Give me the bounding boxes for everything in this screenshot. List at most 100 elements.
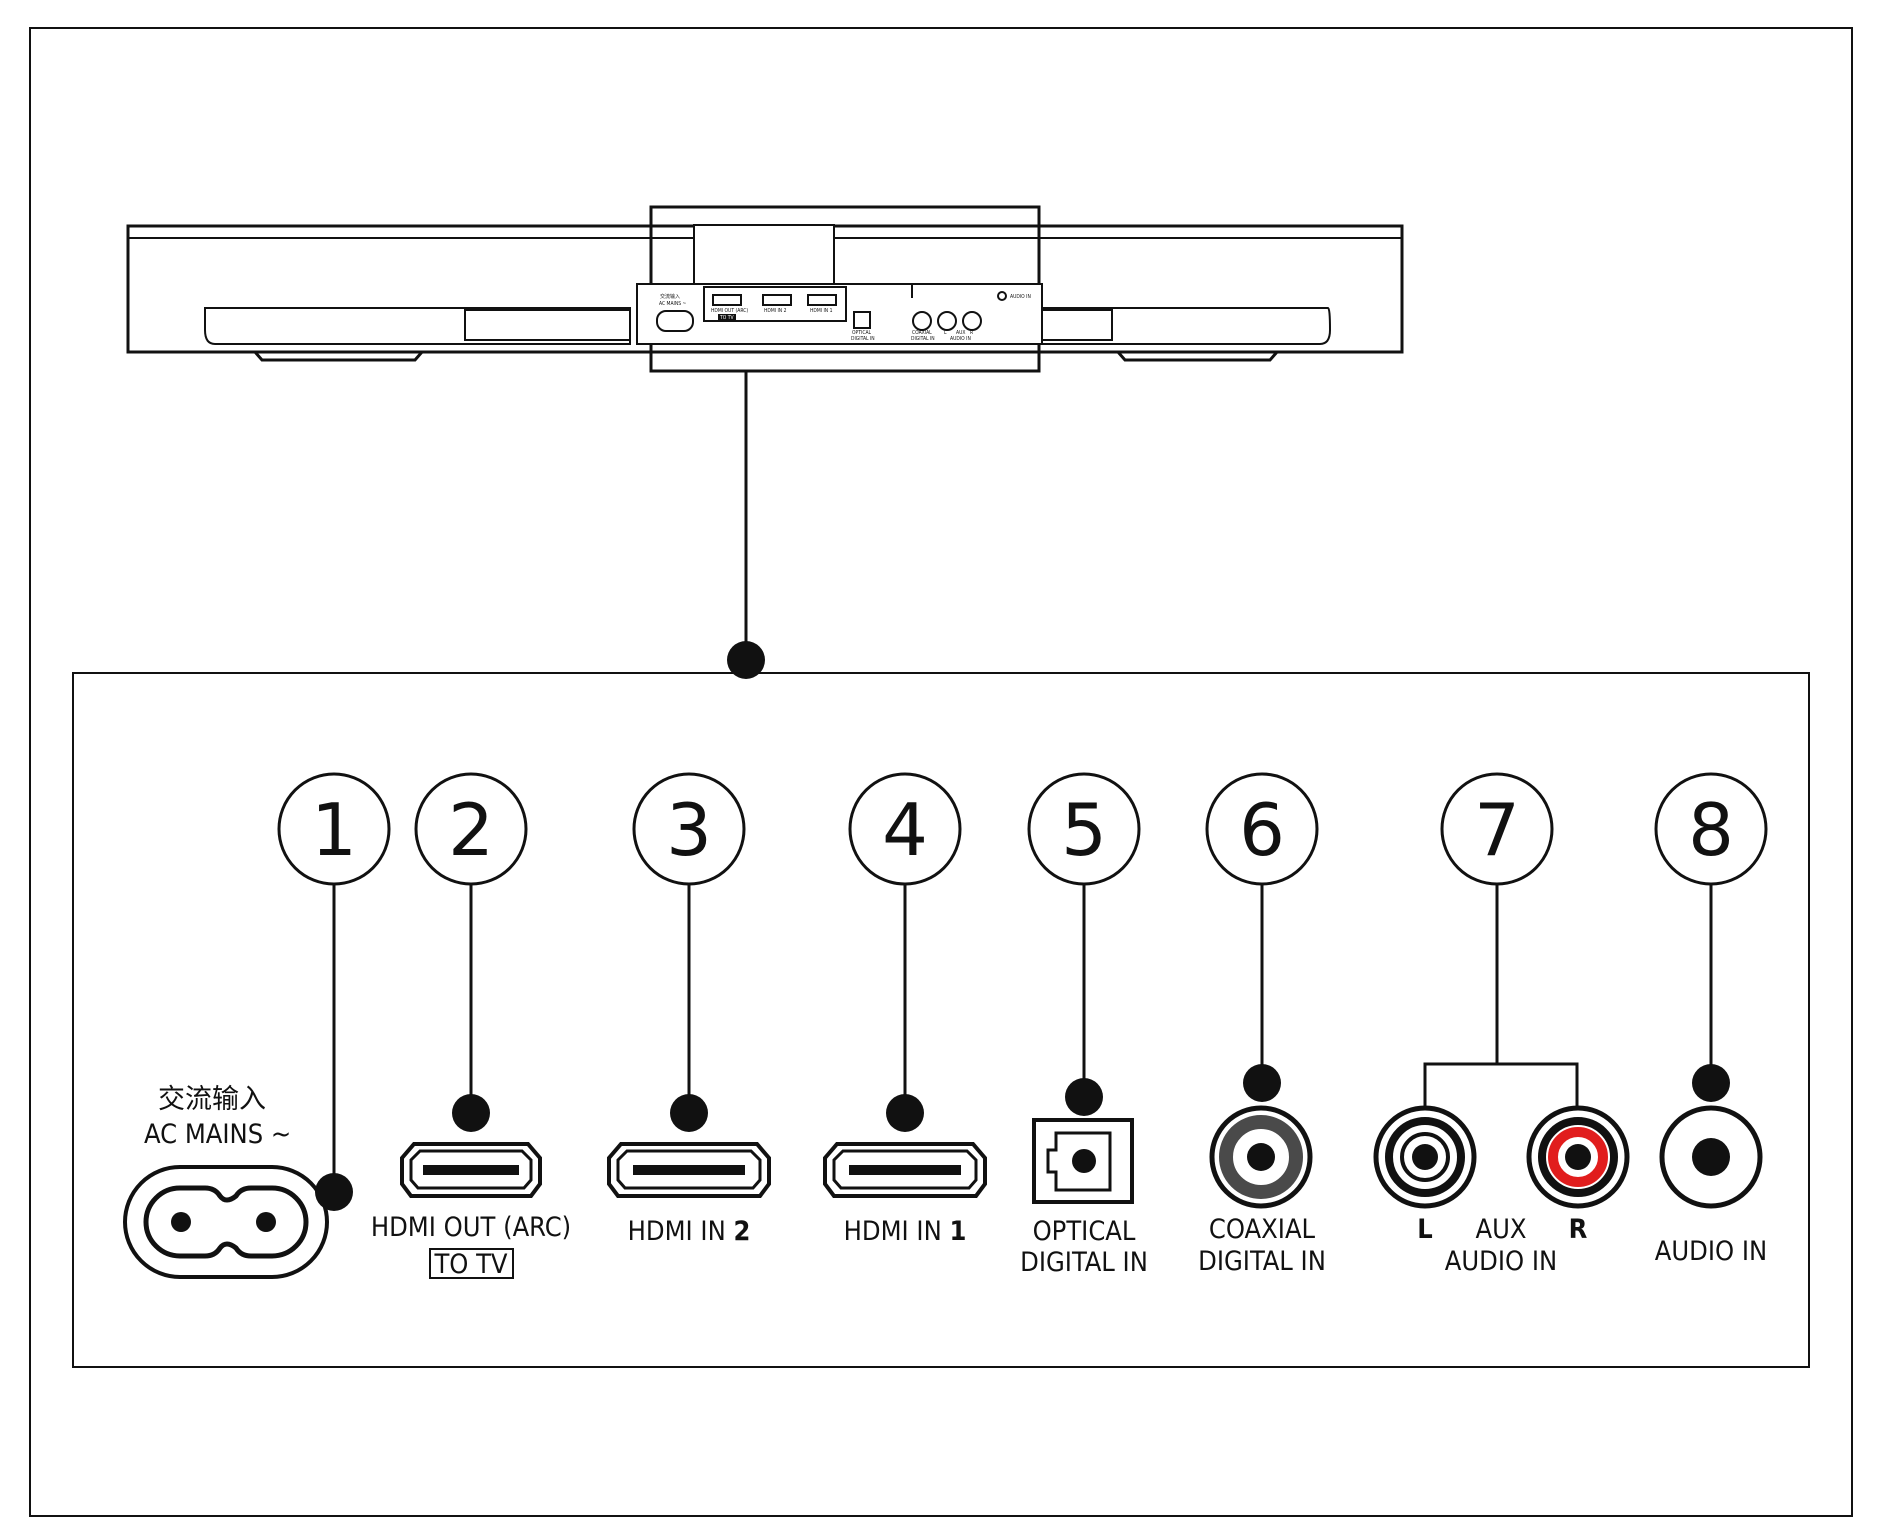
aux-left-center [1412,1144,1438,1170]
mini-label-optical: OPTICAL [852,330,872,336]
callout-2-circle [414,772,528,886]
coaxial-center [1247,1143,1275,1171]
aux-right-center [1565,1144,1591,1170]
mini-label-coaxial: COAXIAL [912,330,932,336]
callouts [277,772,1768,1190]
aux-left-label: L [1417,1214,1432,1245]
hdmi-out-connector: HDMI OUT (ARC) TO TV [371,1094,571,1280]
soundbar-right-foot [1116,351,1279,362]
callout-3-number: 3 [666,788,712,872]
coaxial-connector: COAXIAL DIGITAL IN [1198,1064,1326,1277]
ac-mains-label-cn: 交流输入 [158,1084,266,1115]
optical-port [1072,1149,1096,1173]
mini-label-audio-in: AUDIO IN [1010,294,1031,300]
mini-hdmi-out [712,294,742,306]
mini-hdmi-group [703,286,847,322]
optical-inner [1046,1131,1112,1192]
ac-mains-socket-outline [143,1185,309,1259]
callout-5-circle [1027,772,1141,886]
mini-optical [853,311,871,329]
callout-4-circle [848,772,962,886]
hdmi-in-1-connector: HDMI IN 1 [823,1094,987,1247]
detail-box [72,672,1810,1368]
callout-4-number: 4 [882,788,928,872]
hdmi-in-2-pins [633,1165,745,1175]
mini-label-optical-2: DIGITAL IN [851,336,875,342]
callout-6-dot [1243,1064,1281,1102]
hdmi-in-1-outer [823,1142,987,1198]
callout-6-circle [1205,772,1319,886]
callout-7-circle [1440,772,1554,886]
hdmi-in-1-label: HDMI IN 1 [844,1216,967,1247]
callout-1-dot [315,1173,353,1211]
optical-outer [1032,1118,1134,1204]
audio-in-center [1692,1138,1730,1176]
mini-label-hdmi-out: HDMI OUT (ARC) [711,308,748,314]
mini-label-coaxial-2: DIGITAL IN [911,336,935,342]
callout-numbers: 1 2 3 4 5 6 7 8 [311,788,1734,872]
ac-mains-outer-outline [123,1165,329,1279]
callout-1-circle [277,772,391,886]
soundbar-rear-view: 交流输入 AC MAINS ~ HDMI OUT (ARC) TO TV HDM… [126,205,1404,373]
hdmi-in-2-connector: HDMI IN 2 [607,1094,771,1247]
hdmi-in-2-label: HDMI IN 2 [628,1216,751,1247]
hdmi-in-1-inner [832,1149,978,1190]
callout-3-dot [670,1094,708,1132]
mini-label-hdmi-in-1: HDMI IN 1 [810,308,833,314]
mini-aux-r-jack [962,311,982,331]
mini-aux-l-jack [937,311,957,331]
soundbar-right-recess [1041,307,1332,345]
mini-ac-socket [656,310,694,332]
aux-left-ring [1385,1117,1465,1197]
aux-right-outer [1526,1105,1630,1209]
mini-hdmi-in-1 [807,294,837,306]
audio-in-outer [1659,1105,1763,1209]
hdmi-in-2-inner [616,1149,762,1190]
aux-left-ring-inner [1400,1132,1450,1182]
mini-label-r: R [970,330,973,336]
panel-top-block [693,224,835,286]
callout-2-number: 2 [448,788,494,872]
ac-mains-label: AC MAINS ~ [144,1119,291,1150]
mini-hdmi-in-2 [762,294,792,306]
coaxial-gray-ring [1219,1115,1303,1199]
aux-left-outer [1373,1105,1477,1209]
callout-8-circle [1654,772,1768,886]
coaxial-label-line2: DIGITAL IN [1198,1246,1326,1277]
mini-label-ac: AC MAINS ~ [659,301,686,307]
aux-right-ring [1538,1117,1618,1197]
mini-arc-badge [718,314,736,320]
aux-right-label: R [1569,1214,1588,1245]
zoom-leader-dot [727,641,765,679]
callout-5-dot [1065,1078,1103,1116]
hdmi-in-1-label-number: 1 [949,1216,966,1247]
soundbar-right-slot [1041,309,1113,341]
soundbar-left-recess [204,307,631,345]
audio-in-label: AUDIO IN [1655,1236,1767,1267]
optical-label-line1: OPTICAL [1033,1216,1136,1247]
hdmi-in-2-outer [607,1142,771,1198]
to-tv-label: TO TV [433,1249,507,1280]
outer-frame [29,27,1853,1517]
optical-label-line2: DIGITAL IN [1020,1247,1148,1278]
mini-label-l: L [944,330,947,336]
mini-label-to-tv: TO TV [719,315,734,321]
mini-label-ac-cn: 交流输入 [660,293,680,300]
hdmi-out-outer [400,1142,542,1198]
optical-connector: OPTICAL DIGITAL IN [1020,1078,1148,1278]
callout-7-bracket [1423,1062,1579,1110]
soundbar-left-foot [253,351,424,362]
hdmi-in-1-pins [849,1165,961,1175]
callout-1-number: 1 [311,788,357,872]
callout-3-circle [632,772,746,886]
aux-connectors: L R AUX AUDIO IN [1373,1105,1630,1277]
callout-8-dot [1692,1064,1730,1102]
aux-right-red-ring [1548,1127,1608,1187]
callout-4-dot [886,1094,924,1132]
mini-coax-jack [912,311,932,331]
aux-label-line1: AUX [1475,1214,1526,1245]
ac-mains-pin-right [256,1212,276,1232]
hdmi-out-inner [409,1149,533,1190]
hdmi-in-2-label-prefix: HDMI IN [628,1216,726,1247]
